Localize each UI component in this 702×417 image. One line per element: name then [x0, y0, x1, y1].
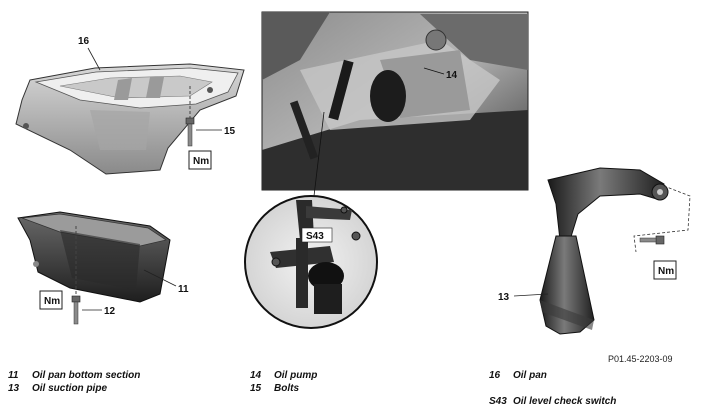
oil-suction-pipe-illustration — [539, 167, 669, 335]
legend-item-11: 11 Oil pan bottom section — [8, 370, 140, 383]
callout-s43: S43 — [306, 231, 324, 242]
legend-num: 11 — [8, 370, 19, 381]
torque-box-15: Nm — [188, 150, 212, 170]
photo-to-detail-leader — [313, 111, 325, 197]
callout-16: 16 — [78, 36, 90, 47]
engine-photo — [261, 11, 529, 191]
legend-item-s43: S43 Oil level check switch — [489, 396, 616, 409]
s43-label-box — [301, 227, 333, 243]
figure-id: P01.45-2203-09 — [608, 354, 673, 364]
callout-12: 12 — [104, 306, 116, 317]
leader-16 — [87, 47, 101, 71]
legend-num: S43 — [489, 396, 507, 407]
bolt-12 — [71, 226, 81, 325]
torque-label-15: Nm — [193, 156, 209, 167]
oil-pan-illustration — [15, 63, 245, 175]
callout-11: 11 — [178, 284, 189, 295]
torque-label-12: Nm — [44, 296, 60, 307]
leader-14 — [423, 67, 445, 75]
callout-14: 14 — [446, 70, 458, 81]
legend-text: Oil level check switch — [513, 396, 617, 407]
legend-item-13: 13 Oil suction pipe — [8, 383, 107, 396]
legend-item-14: 14 Oil pump — [250, 370, 317, 383]
leader-13 — [513, 293, 549, 297]
torque-label-13: Nm — [658, 266, 674, 277]
legend-text: Bolts — [274, 383, 299, 394]
legend-text: Oil suction pipe — [32, 383, 108, 394]
torque-box-13: Nm — [653, 260, 677, 280]
torque-box-12: Nm — [39, 290, 63, 310]
pipe-bolt-frame — [633, 185, 691, 253]
legend-text: Oil pan bottom section — [32, 370, 141, 381]
legend-text: Oil pump — [274, 370, 318, 381]
legend-item-16: 16 Oil pan — [489, 370, 547, 383]
callout-13: 13 — [498, 292, 510, 303]
legend-text: Oil pan — [513, 370, 547, 381]
leader-11 — [143, 269, 177, 287]
legend-num: 16 — [489, 370, 501, 381]
oil-level-switch-detail: S43 — [244, 195, 378, 329]
legend-item-15: 15 Bolts — [250, 383, 299, 396]
legend-num: 14 — [250, 370, 262, 381]
bolt-15 — [185, 86, 195, 147]
callout-15: 15 — [224, 126, 236, 137]
oil-pan-bottom-illustration — [17, 211, 171, 303]
legend-num: 13 — [8, 383, 20, 394]
legend-num: 15 — [250, 383, 262, 394]
